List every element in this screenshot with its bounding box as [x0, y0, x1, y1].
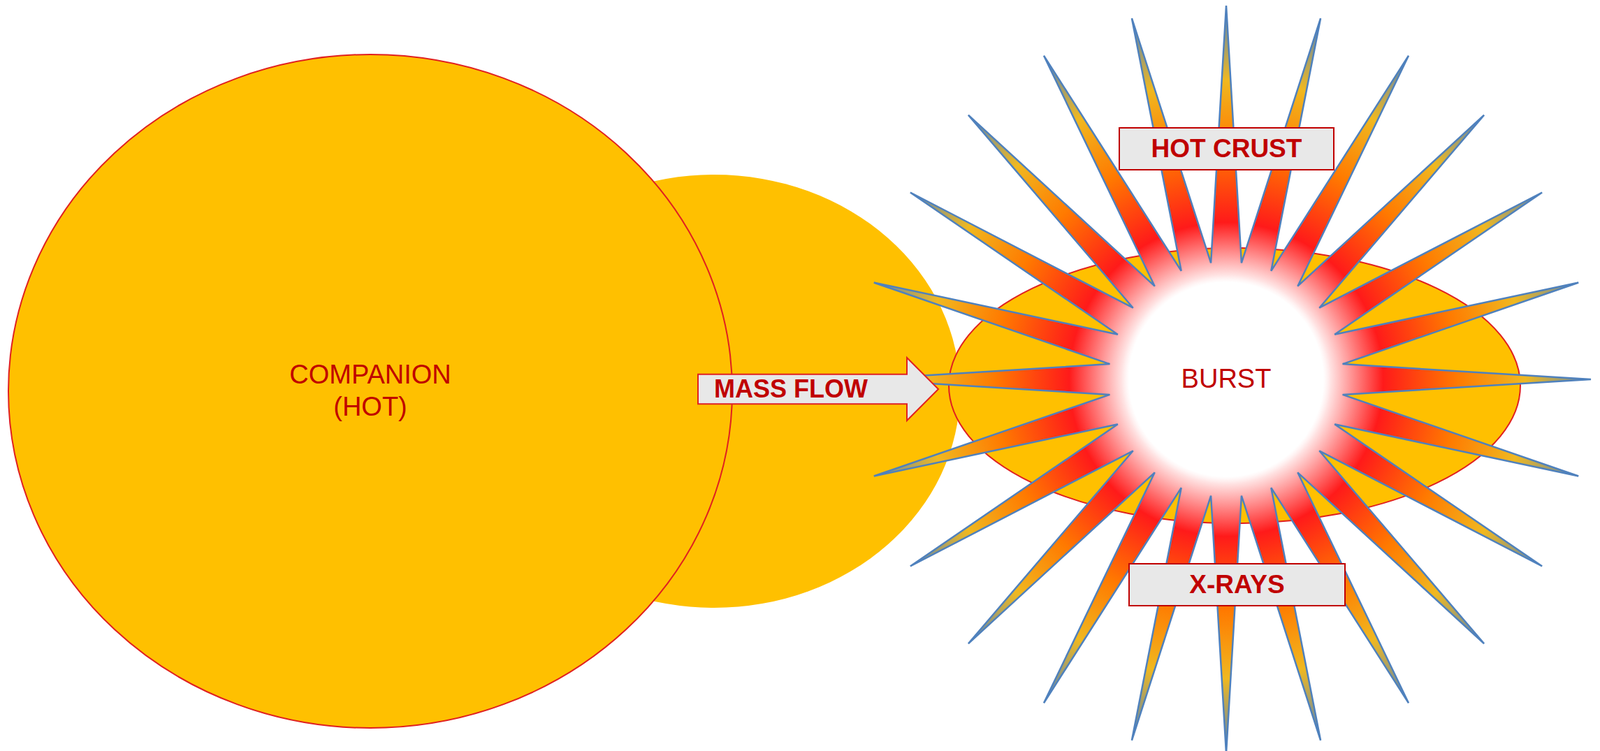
arrow-shape — [697, 357, 939, 421]
companion-star — [8, 54, 733, 729]
flow-arrow: MASS FLOW — [697, 357, 940, 422]
burst-center: BURST — [1156, 354, 1297, 404]
node-text: HOT CRUST — [1151, 133, 1303, 165]
label-box: HOT CRUST — [1118, 127, 1335, 171]
burst-star — [861, 5, 1591, 751]
node-text: MASS FLOW — [714, 373, 868, 404]
burst-core — [1121, 274, 1332, 485]
node-text: X-RAYS — [1189, 569, 1285, 601]
companion-label-node: COMPANION (HOT) — [241, 345, 500, 437]
node-text: BURST — [1181, 363, 1272, 396]
node-text: COMPANION (HOT) — [251, 359, 490, 423]
label-box: X-RAYS — [1128, 563, 1346, 607]
